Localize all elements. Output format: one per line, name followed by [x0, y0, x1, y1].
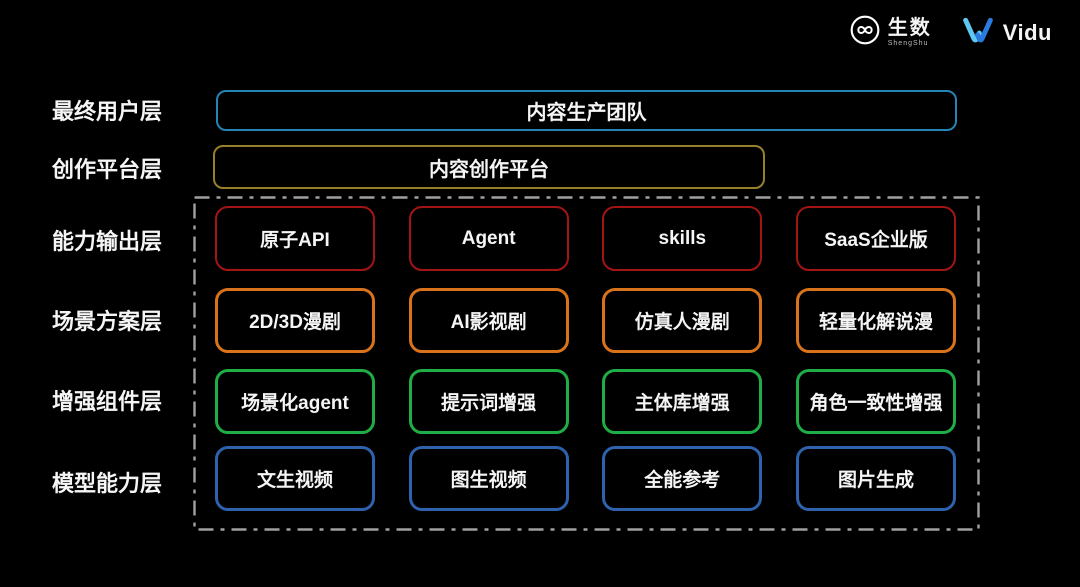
character-consistency-box: 角色一致性增强 — [795, 369, 956, 434]
agent-box: Agent — [408, 206, 569, 271]
text-to-video-box: 文生视频 — [215, 446, 375, 511]
character-consistency-label: 角色一致性增强 — [809, 393, 943, 414]
comic-2d3d-box: 2D/3D漫剧 — [215, 288, 375, 353]
prompt-enhance-box: 提示词增强 — [408, 369, 569, 434]
layer-label-model: 模型能力层 — [52, 471, 163, 496]
universal-reference-box: 全能参考 — [602, 446, 763, 511]
universal-reference-label: 全能参考 — [644, 470, 721, 491]
enhanced-component-row: 场景化agent 提示词增强 主体库增强 角色一致性增强 — [215, 369, 956, 434]
atomic-api-label: 原子API — [260, 230, 330, 251]
layer-label-platform: 创作平台层 — [52, 157, 163, 182]
shengshu-logo-text: 生数 — [887, 17, 932, 39]
capability-output-row: 原子API Agent skills SaaS企业版 — [215, 206, 956, 271]
content-creation-platform-label: 内容创作平台 — [429, 158, 549, 181]
text-to-video-label: 文生视频 — [256, 470, 333, 491]
saas-enterprise-label: SaaS企业版 — [824, 230, 928, 251]
ai-film-box: AI影视剧 — [408, 288, 569, 353]
image-to-video-box: 图生视频 — [408, 446, 569, 511]
image-to-video-label: 图生视频 — [450, 470, 527, 491]
layer-label-capability: 能力输出层 — [52, 229, 163, 254]
subject-library-box: 主体库增强 — [602, 369, 763, 434]
header-logos: 生数 ShengShu Vidu — [849, 14, 1052, 51]
skills-label: skills — [658, 227, 707, 249]
atomic-api-box: 原子API — [215, 206, 375, 271]
scenario-agent-box: 场景化agent — [215, 369, 375, 434]
content-creation-platform-bar: 内容创作平台 — [213, 145, 765, 189]
light-narration-comic-box: 轻量化解说漫 — [795, 288, 956, 353]
light-narration-comic-label: 轻量化解说漫 — [818, 312, 933, 333]
ai-film-label: AI影视剧 — [450, 312, 527, 333]
skills-box: skills — [602, 206, 763, 271]
comic-2d3d-label: 2D/3D漫剧 — [249, 312, 341, 333]
dashed-frame — [193, 196, 980, 531]
vidu-logo-text: Vidu — [1002, 19, 1052, 45]
image-generation-label: 图片生成 — [837, 470, 914, 491]
shengshu-logo: 生数 ShengShu — [849, 14, 932, 51]
model-capability-row: 文生视频 图生视频 全能参考 图片生成 — [215, 446, 956, 511]
shengshu-icon — [849, 14, 881, 51]
saas-enterprise-box: SaaS企业版 — [795, 206, 956, 271]
subject-library-label: 主体库增强 — [634, 393, 730, 414]
vidu-icon — [960, 15, 996, 50]
prompt-enhance-label: 提示词增强 — [441, 393, 537, 414]
image-generation-box: 图片生成 — [795, 446, 956, 511]
virtual-human-comic-box: 仿真人漫剧 — [602, 288, 763, 353]
virtual-human-comic-label: 仿真人漫剧 — [634, 312, 730, 333]
layer-label-scenario: 场景方案层 — [52, 309, 163, 334]
content-production-team-bar: 内容生产团队 — [216, 90, 957, 131]
shengshu-logo-subtext: ShengShu — [887, 40, 929, 47]
content-production-team-label: 内容生产团队 — [526, 102, 647, 124]
layer-label-end-user: 最终用户层 — [52, 99, 163, 124]
scenario-agent-label: 场景化agent — [241, 393, 349, 414]
agent-label: Agent — [461, 227, 516, 249]
layer-label-component: 增强组件层 — [52, 389, 163, 414]
vidu-logo: Vidu — [960, 15, 1052, 50]
scenario-solution-row: 2D/3D漫剧 AI影视剧 仿真人漫剧 轻量化解说漫 — [215, 288, 956, 353]
